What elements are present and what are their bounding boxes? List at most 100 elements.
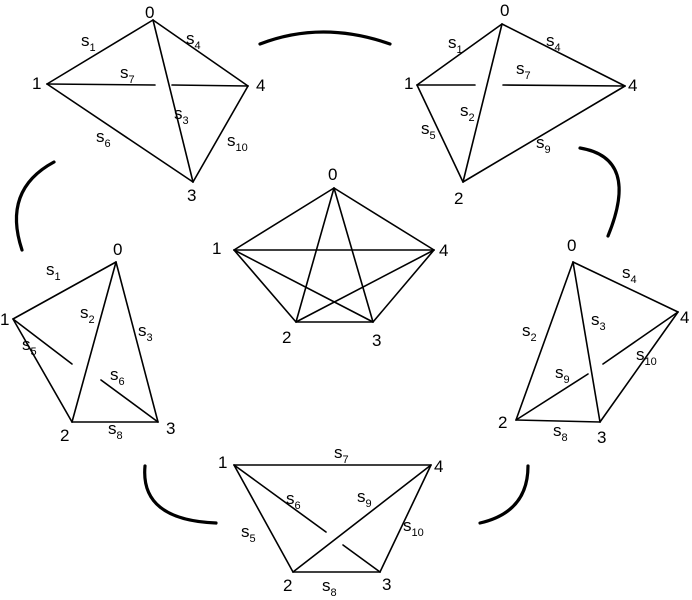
center-edge-0-1	[233, 187, 335, 251]
b-label-s7: s7	[334, 443, 349, 466]
subgraph-top-right: 0 1 4 2 s1 s4 s7 s2 s5 s9	[404, 1, 637, 208]
tr-vertex-4: 4	[628, 76, 637, 95]
mr-label-s4: s4	[622, 263, 637, 286]
b-vertex-2: 2	[283, 576, 292, 595]
ml-label-s5: s5	[22, 335, 37, 358]
center-edge-0-3	[333, 187, 374, 323]
b-label-s10: s10	[403, 516, 424, 539]
ml-edge-s2	[71, 261, 117, 423]
tl-edge-s7-a	[46, 83, 156, 86]
mr-label-s3: s3	[591, 310, 606, 333]
tl-vertex-1: 1	[32, 74, 41, 93]
tl-vertex-4: 4	[256, 76, 265, 95]
tl-edge-s10	[192, 85, 249, 183]
connector-arcs	[14, 30, 621, 525]
mr-label-s8: s8	[553, 421, 568, 444]
tl-edge-s6	[46, 83, 194, 183]
mr-label-s9: s9	[555, 363, 570, 386]
tl-label-s1: s1	[81, 31, 96, 54]
ml-vertex-1: 1	[0, 310, 9, 329]
ml-edge-s1	[12, 261, 117, 320]
ml-vertex-2: 2	[60, 426, 69, 445]
mr-edge-s9-a	[515, 373, 589, 421]
center-edge-4-3	[372, 249, 435, 323]
b-edge-s10	[379, 464, 432, 573]
tl-label-s7: s7	[120, 63, 135, 86]
tr-edge-s7-b	[502, 84, 626, 87]
connector-arc-left	[14, 160, 56, 252]
b-edge-s6-a	[233, 464, 327, 533]
tl-vertex-3: 3	[187, 186, 196, 205]
subgraph-mid-left: 0 1 2 3 s1 s2 s3 s5 s6 s8	[0, 240, 175, 445]
mr-edge-s9-b	[602, 311, 679, 365]
tl-edge-s7-b	[171, 84, 249, 87]
connector-arc-right	[578, 146, 621, 238]
mr-vertex-3: 3	[597, 428, 606, 447]
mr-edge-s4	[572, 261, 679, 313]
ml-edge-s6-b	[100, 379, 159, 423]
tr-label-s2: s2	[460, 101, 475, 124]
center-edge-0-4	[333, 187, 435, 251]
ml-vertex-3: 3	[166, 419, 175, 438]
b-label-s9: s9	[357, 487, 372, 510]
tl-label-s10: s10	[227, 131, 248, 154]
ml-label-s3: s3	[138, 321, 153, 344]
tl-label-s4: s4	[186, 29, 201, 52]
mr-edge-s2	[515, 261, 574, 421]
subgraph-bottom: 1 4 2 3 s7 s6 s9 s5 s10 s8	[218, 443, 443, 599]
center-edge-1-2	[233, 249, 297, 323]
center-edge-0-2	[295, 187, 335, 323]
ml-label-s8: s8	[108, 419, 123, 442]
connector-arc-bottom-left	[143, 464, 218, 525]
ml-label-s1: s1	[46, 260, 61, 283]
b-vertex-3: 3	[382, 575, 391, 594]
tl-label-s3: s3	[174, 104, 189, 127]
ml-edge-s3	[115, 261, 159, 423]
ml-label-s2: s2	[80, 303, 95, 326]
mr-edge-s10	[599, 311, 679, 423]
tr-vertex-1: 1	[404, 74, 413, 93]
tr-label-s4: s4	[546, 31, 561, 54]
mr-label-s2: s2	[522, 321, 537, 344]
ml-vertex-0: 0	[113, 240, 122, 259]
b-edge-s5	[233, 464, 294, 573]
connector-arc-bottom-right	[478, 464, 530, 525]
mr-vertex-0: 0	[567, 236, 576, 255]
b-edge-s6-b	[342, 544, 381, 573]
ml-edge-s6-a	[12, 318, 73, 365]
center-vertex-4: 4	[439, 241, 448, 260]
center-vertex-2: 2	[282, 328, 291, 347]
center-vertex-1: 1	[212, 239, 221, 258]
tr-label-s7: s7	[516, 59, 531, 82]
tr-label-s1: s1	[448, 33, 463, 56]
b-vertex-1: 1	[218, 453, 227, 472]
subgraph-mid-right: 0 4 2 3 s4 s2 s3 s9 s10 s8	[498, 236, 689, 447]
tl-edge-s4	[152, 19, 249, 87]
tr-edge-s4	[501, 23, 626, 87]
tr-vertex-0: 0	[500, 1, 509, 20]
center-complete-graph: 0 1 4 2 3	[212, 165, 448, 350]
mr-label-s10: s10	[636, 345, 657, 368]
b-label-s8: s8	[322, 576, 337, 599]
mr-edge-s3	[572, 261, 601, 423]
connector-arc-top	[258, 30, 392, 46]
tr-label-s9: s9	[536, 133, 551, 156]
tr-label-s5: s5	[421, 119, 436, 142]
tr-edge-s1	[416, 23, 503, 86]
tr-edge-s2	[462, 23, 503, 183]
center-edge-1-3	[233, 249, 374, 323]
center-edge-4-2	[295, 249, 435, 323]
mr-edge-s8	[515, 419, 601, 423]
b-edge-s9	[292, 464, 432, 573]
mr-vertex-2: 2	[498, 413, 507, 432]
tl-edge-s3	[152, 19, 194, 183]
tr-edge-s9	[462, 85, 626, 183]
center-vertex-0: 0	[328, 165, 337, 184]
mr-vertex-4: 4	[680, 308, 689, 327]
ml-edge-s5	[12, 318, 73, 423]
tr-vertex-2: 2	[454, 189, 463, 208]
tr-edge-s5	[416, 84, 464, 183]
b-vertex-4: 4	[434, 457, 443, 476]
center-vertex-3: 3	[372, 331, 381, 350]
